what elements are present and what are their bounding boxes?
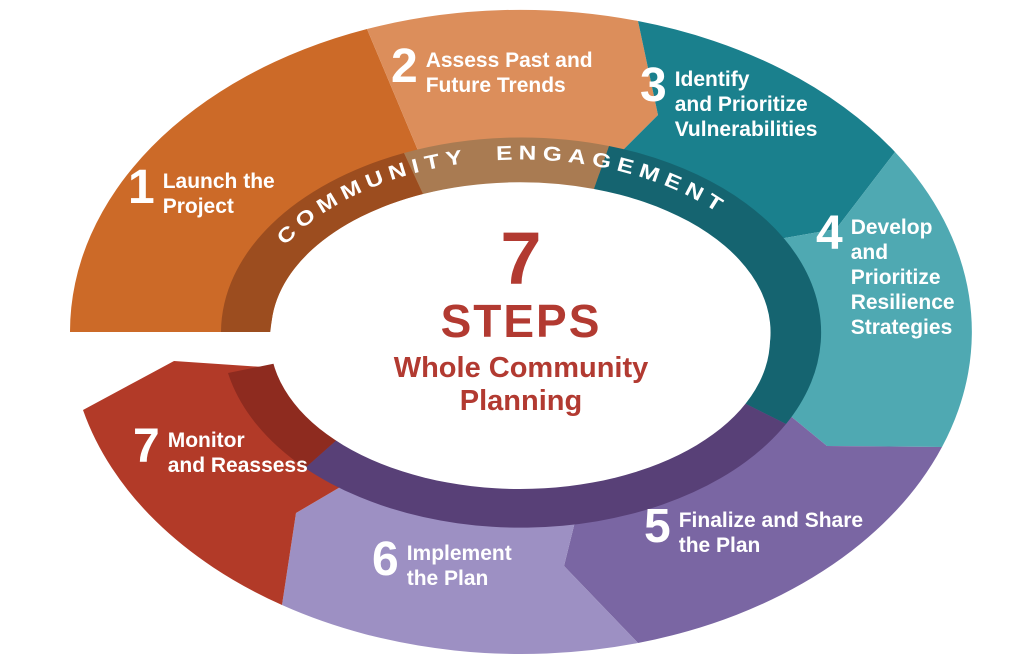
step-3-number: 3 [640, 59, 667, 112]
step-7-label: Monitor and Reassess [167, 429, 308, 477]
step-4-number: 4 [816, 207, 843, 260]
center-title: 7 STEPS Whole Community Planning [346, 222, 696, 418]
step-6-label-group: 6 Implement the Plan [372, 533, 512, 591]
step-7-label-group: 7 Monitor and Reassess [133, 420, 308, 478]
band-arc-5 [228, 363, 341, 468]
segment-5 [564, 386, 942, 643]
center-number: 7 [500, 217, 542, 300]
band-arc-3 [594, 146, 822, 424]
step-6-label: Implement the Plan [406, 542, 512, 590]
step-2-label-group: 2 Assess Past and Future Trends [391, 40, 593, 98]
step-1-number: 1 [128, 161, 155, 214]
band-arc-2 [404, 137, 609, 194]
center-hole [270, 189, 770, 489]
step-1-label: Launch the Project [162, 170, 275, 218]
segment-1 [69, 29, 435, 332]
step-3-label-group: 3 Identify and Prioritize Vulnerabilitie… [640, 59, 818, 142]
step-2-label: Assess Past and Future Trends [425, 49, 593, 97]
band-arc-4 [305, 402, 786, 528]
step-4-label-group: 4 Develop and Prioritize Resilience Stra… [816, 207, 955, 340]
step-3-label: Identify and Prioritize Vulnerabilities [674, 68, 818, 141]
step-5-number: 5 [644, 500, 671, 553]
step-2-number: 2 [391, 40, 418, 93]
center-steps-word: STEPS [440, 295, 602, 347]
step-6-number: 6 [372, 533, 399, 586]
step-7-number: 7 [133, 420, 160, 473]
step-5-label-group: 5 Finalize and Share the Plan [644, 500, 864, 558]
center-subtitle: Whole Community Planning [393, 352, 649, 417]
step-4-label: Develop and Prioritize Resilience Strate… [850, 216, 955, 339]
band-arc-1 [221, 153, 423, 332]
step-1-label-group: 1 Launch the Project [128, 161, 275, 219]
step-5-label: Finalize and Share the Plan [678, 509, 864, 557]
